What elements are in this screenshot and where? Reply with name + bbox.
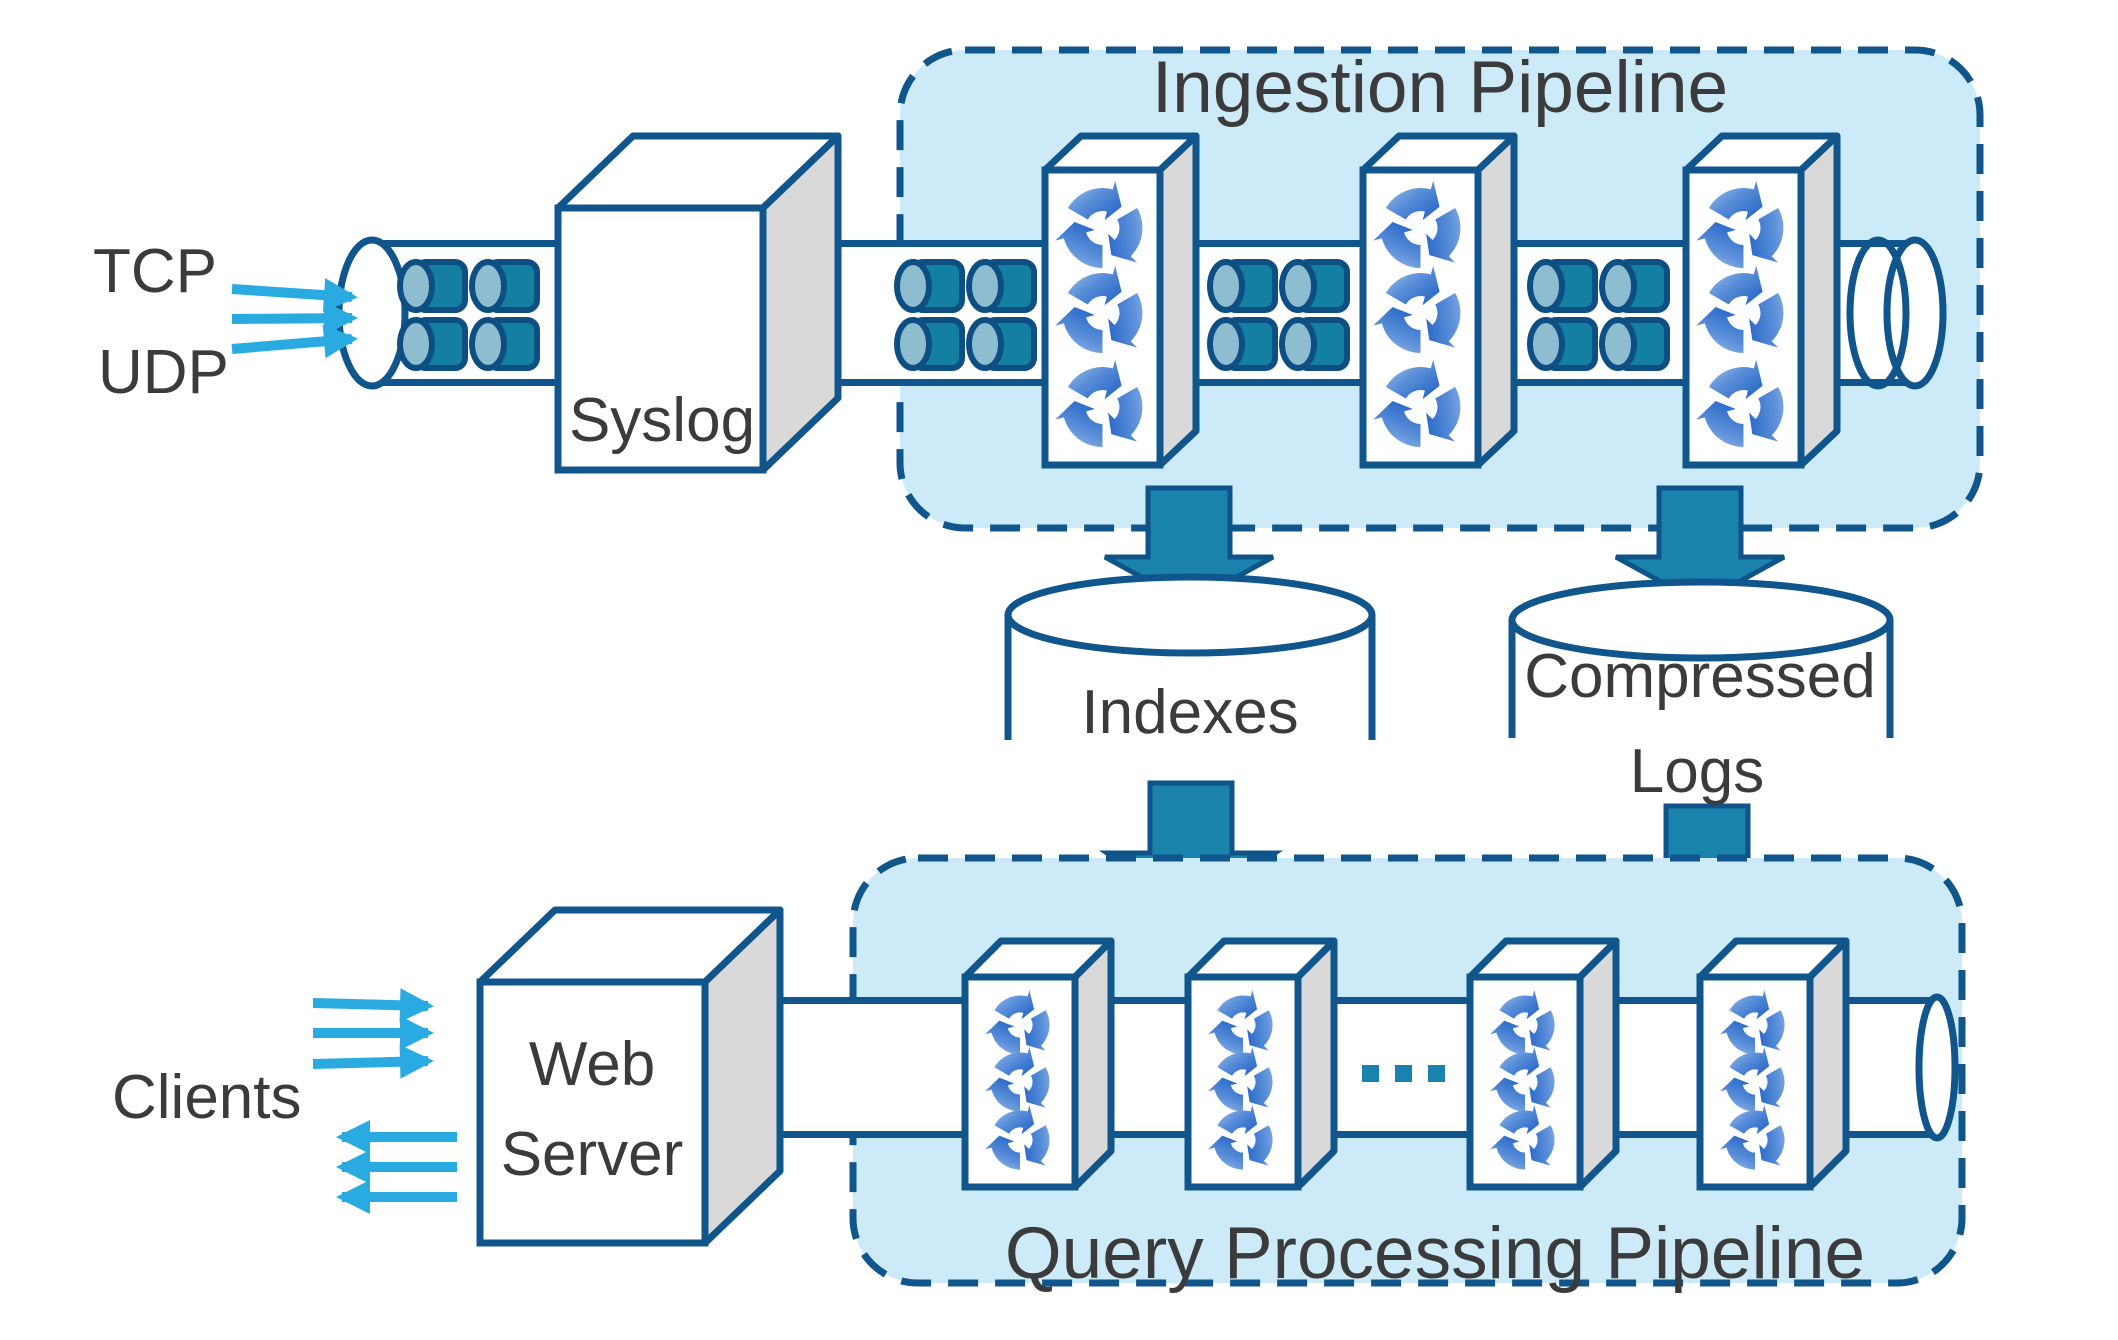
input-arrows <box>231 278 358 359</box>
ingestion-stage-1 <box>1045 136 1196 465</box>
indexes-label: Indexes <box>1081 678 1298 747</box>
query-pipe-end-cap <box>1915 993 1959 1142</box>
pipe-mouth <box>335 236 409 390</box>
compressed-logs-cylinder: Compressed <box>1508 578 1894 738</box>
udp-label: UDP <box>98 338 229 407</box>
compressed-label: Compressed <box>1524 642 1875 711</box>
tcp-arrow-2 <box>231 301 358 336</box>
client-request-arrow-3 <box>312 1044 434 1079</box>
query-pipeline-title: Query Processing Pipeline <box>1005 1213 1865 1294</box>
web-server-box: Web Server <box>476 906 784 1247</box>
syslog-box: Syslog <box>554 132 842 474</box>
tcp-arrow-1 <box>231 278 358 313</box>
client-request-arrow-1 <box>312 988 434 1023</box>
client-request-arrows <box>312 988 434 1079</box>
query-stage-2 <box>1188 941 1334 1187</box>
syslog-label: Syslog <box>569 386 755 455</box>
ellipsis-dots <box>1362 1065 1445 1082</box>
ingestion-pipe-end-cap <box>1846 236 1947 390</box>
ingestion-stage-2 <box>1363 136 1514 465</box>
tcp-label: TCP <box>93 237 217 306</box>
client-response-arrows <box>336 1120 457 1214</box>
server-label: Server <box>501 1120 684 1189</box>
web-label: Web <box>529 1030 655 1099</box>
ingestion-pipeline-title: Ingestion Pipeline <box>1152 47 1728 128</box>
udp-arrow <box>231 324 358 359</box>
ingestion-stage-3 <box>1686 136 1837 465</box>
query-stage-3 <box>1470 941 1616 1187</box>
logs-label: Logs <box>1630 737 1764 806</box>
indexes-cylinder: Indexes <box>1004 573 1376 747</box>
query-stage-1 <box>965 941 1111 1187</box>
clients-label: Clients <box>112 1063 302 1132</box>
query-stage-4 <box>1700 941 1846 1187</box>
